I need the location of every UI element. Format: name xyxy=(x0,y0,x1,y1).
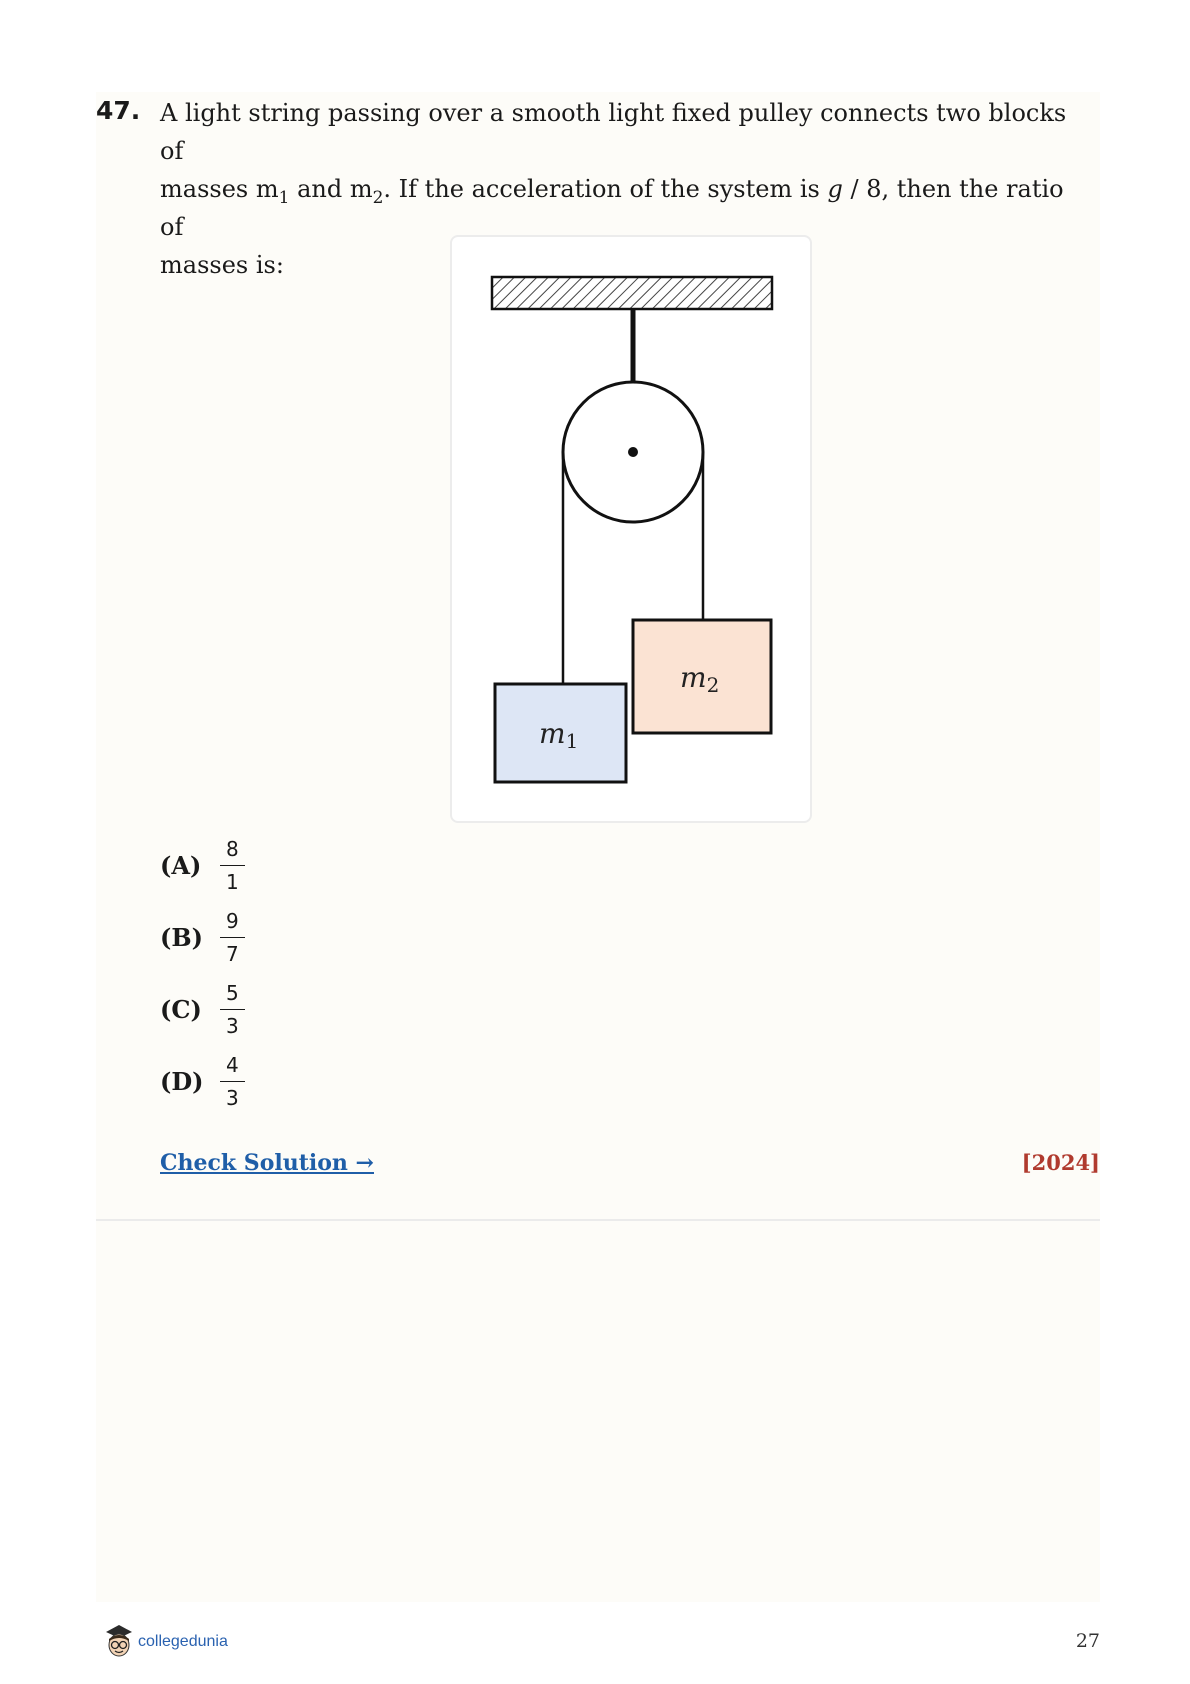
question-line-3: masses is: xyxy=(160,251,284,279)
collegedunia-logo: collegedunia xyxy=(104,1622,228,1662)
ceiling-support xyxy=(490,275,774,311)
option-d-fraction: 4 3 xyxy=(220,1051,245,1112)
page-number: 27 xyxy=(1075,1630,1100,1652)
block-m1 xyxy=(493,682,628,784)
mascot-icon xyxy=(106,1625,132,1657)
question-text: A light string passing over a smooth lig… xyxy=(160,94,1090,284)
option-b-fraction: 9 7 xyxy=(220,907,245,968)
option-c-label: (C) xyxy=(160,994,202,1024)
pulley-diagram-svg: m2 m1 xyxy=(490,275,774,784)
block-m2-label: m2 xyxy=(680,661,719,697)
option-b[interactable]: (B) 9 7 xyxy=(160,907,245,967)
section-divider xyxy=(96,1219,1100,1221)
option-c-fraction: 5 3 xyxy=(220,979,245,1040)
block-m1-label: m1 xyxy=(539,717,578,753)
option-b-label: (B) xyxy=(160,922,203,952)
option-a[interactable]: (A) 8 1 xyxy=(160,835,245,895)
year-tag: [2024] xyxy=(1021,1150,1100,1175)
block-m2 xyxy=(631,618,773,735)
question-line-2: masses m1 and m2. If the acceleration of… xyxy=(160,175,1064,241)
option-d[interactable]: (D) 4 3 xyxy=(160,1051,245,1111)
pulley-axle xyxy=(628,447,638,457)
check-solution-link[interactable]: Check Solution → xyxy=(160,1150,374,1176)
option-a-fraction: 8 1 xyxy=(220,835,245,896)
logo-text: collegedunia xyxy=(138,1633,228,1650)
option-a-label: (A) xyxy=(160,850,202,880)
option-d-label: (D) xyxy=(160,1066,204,1096)
question-number: 47. xyxy=(96,96,141,125)
question-line-1: A light string passing over a smooth lig… xyxy=(160,99,1067,165)
pulley-diagram: m2 m1 xyxy=(450,235,812,823)
option-c[interactable]: (C) 5 3 xyxy=(160,979,245,1039)
